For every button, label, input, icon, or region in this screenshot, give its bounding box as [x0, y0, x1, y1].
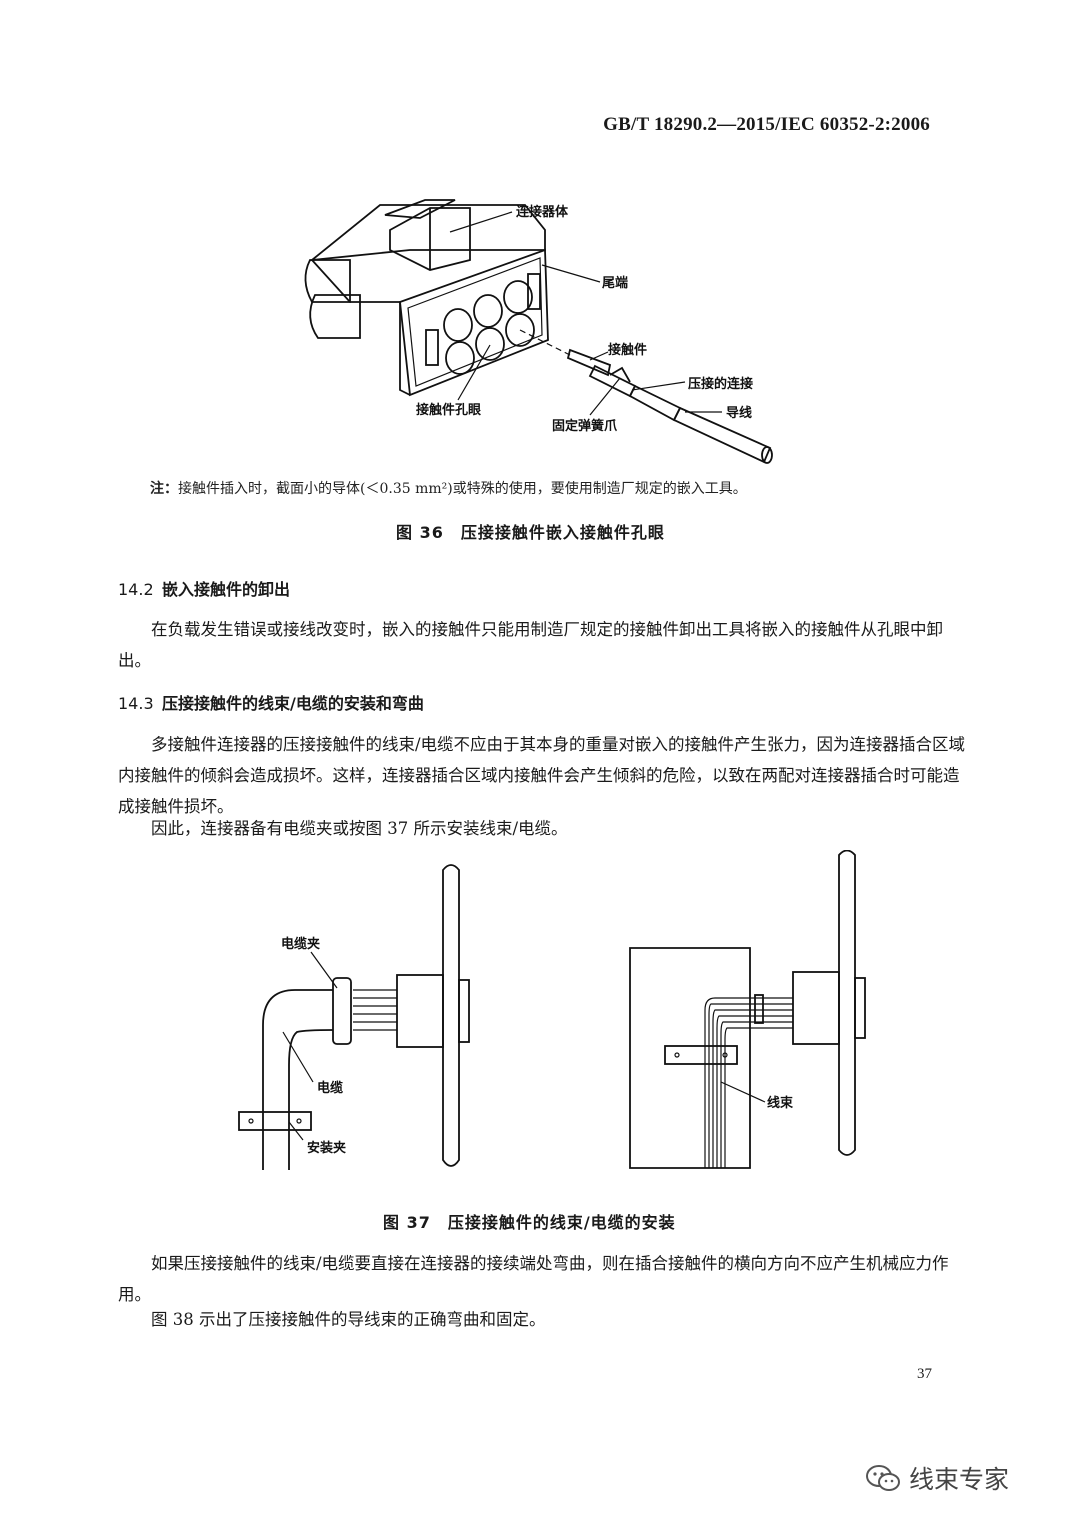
leader-cable-clamp	[310, 951, 338, 989]
figure-36-note: 注：接触件插入时，截面小的导体(＜0.35 mm²)或特殊的使用，要使用制造厂规…	[150, 478, 747, 498]
watermark-text: 线束专家	[909, 1465, 1010, 1494]
after-paragraph-2: 图 38 示出了压接接触件的导线束的正确弯曲和固定。	[151, 1310, 546, 1329]
section-14-3-paragraph-1: 多接触件连接器的压接接触件的线束/电缆不应由于其本身的重量对嵌入的接触件产生张力…	[118, 735, 966, 816]
connector-front-face	[399, 248, 549, 397]
figure-36-connector-drawing: 连接器体 尾端 接触件 压接的连接 导线 接触件孔眼 固定弹簧爪	[304, 199, 773, 464]
leader-body	[449, 211, 513, 233]
label-contact: 接触件	[608, 342, 647, 358]
leader-cable	[282, 1031, 314, 1083]
label-spring: 固定弹簧爪	[552, 418, 618, 434]
watermark: 线束专家	[865, 1460, 1009, 1496]
mounting-plate	[629, 947, 751, 1169]
crimp-contact	[566, 348, 773, 464]
connector-body-side	[311, 259, 411, 396]
figure-37-caption: 图 37 压接接触件的线束/电缆的安装	[383, 1213, 676, 1232]
section-14-2-heading: 14.2 嵌入接触件的卸出	[118, 576, 290, 600]
wires	[353, 989, 397, 1031]
harness-mounting: 线束	[629, 850, 866, 1169]
connector	[396, 974, 444, 1048]
front-slot	[527, 273, 541, 310]
panel	[442, 864, 460, 1167]
cable-inner	[288, 1029, 334, 1170]
section-14-3-paragraph-2: 因此，连接器备有电缆夹或按图 37 所示安装线束/电缆。	[151, 819, 568, 838]
latch	[384, 199, 456, 219]
panel	[838, 850, 856, 1156]
connector-rear-cylinder	[304, 259, 351, 303]
standard-number: GB/T 18290.2—2015/IEC 60352-2:2006	[603, 114, 930, 135]
front-slot	[425, 329, 439, 366]
leader-rear	[541, 264, 601, 283]
cable-outer	[262, 989, 333, 1170]
harness-tie	[754, 994, 764, 1024]
section-number: 14.3	[118, 694, 154, 713]
page-number: 37	[917, 1366, 932, 1382]
label-harness: 线束	[767, 1095, 794, 1111]
mount-clamp	[238, 1111, 312, 1131]
figure-36-caption: 图 36 压接接触件嵌入接触件孔眼	[396, 523, 665, 542]
label-body: 连接器体	[516, 204, 569, 220]
label-crimp: 压接的连接	[688, 376, 753, 392]
connector-front	[854, 977, 866, 1039]
label-hole: 接触件孔眼	[416, 402, 482, 418]
harness-clamp	[664, 1045, 738, 1065]
section-14-3-heading: 14.3 压接接触件的线束/电缆的安装和弯曲	[118, 690, 424, 714]
section-title: 嵌入接触件的卸出	[162, 580, 291, 599]
leader-contact	[589, 351, 609, 361]
label-cable-clamp: 电缆夹	[281, 936, 320, 952]
section-number: 14.2	[118, 580, 154, 599]
section-14-2-paragraph: 在负载发生错误或接线改变时，嵌入的接触件只能用制造厂规定的接触件卸出工具将嵌入的…	[118, 620, 943, 670]
connector-rear-cylinder	[309, 294, 361, 339]
note-prefix: 注：	[150, 481, 178, 497]
after-paragraph-1: 如果压接接触件的线束/电缆要直接在连接器的接续端处弯曲，则在插合接触件的横向方向…	[118, 1254, 949, 1304]
leader-mount-clamp	[288, 1121, 304, 1141]
section-title: 压接接触件的线束/电缆的安装和弯曲	[162, 694, 424, 713]
label-mount-clamp: 安装夹	[307, 1140, 346, 1156]
wechat-icon	[866, 1465, 900, 1491]
contact-holes	[443, 280, 535, 375]
connector-front	[458, 979, 470, 1043]
leader-harness	[720, 1081, 766, 1103]
connector	[792, 971, 840, 1045]
note-text: 接触件插入时，截面小的导体(＜0.35 mm²)或特殊的使用，要使用制造厂规定的…	[178, 481, 747, 497]
leader-hole	[457, 344, 491, 401]
connector-body-top	[309, 204, 546, 262]
front-face-inner	[407, 257, 543, 387]
cable-clamp-mounting: 电缆夹 电缆 安装夹	[238, 864, 470, 1170]
label-wire: 导线	[726, 405, 752, 421]
figure-37-installation-drawing: 电缆夹 电缆 安装夹 线束	[238, 850, 866, 1170]
label-rear: 尾端	[602, 275, 628, 291]
label-cable: 电缆	[317, 1080, 343, 1096]
leader-crimp	[631, 381, 686, 391]
leader-spring	[589, 377, 621, 416]
cable-clamp	[332, 977, 352, 1045]
